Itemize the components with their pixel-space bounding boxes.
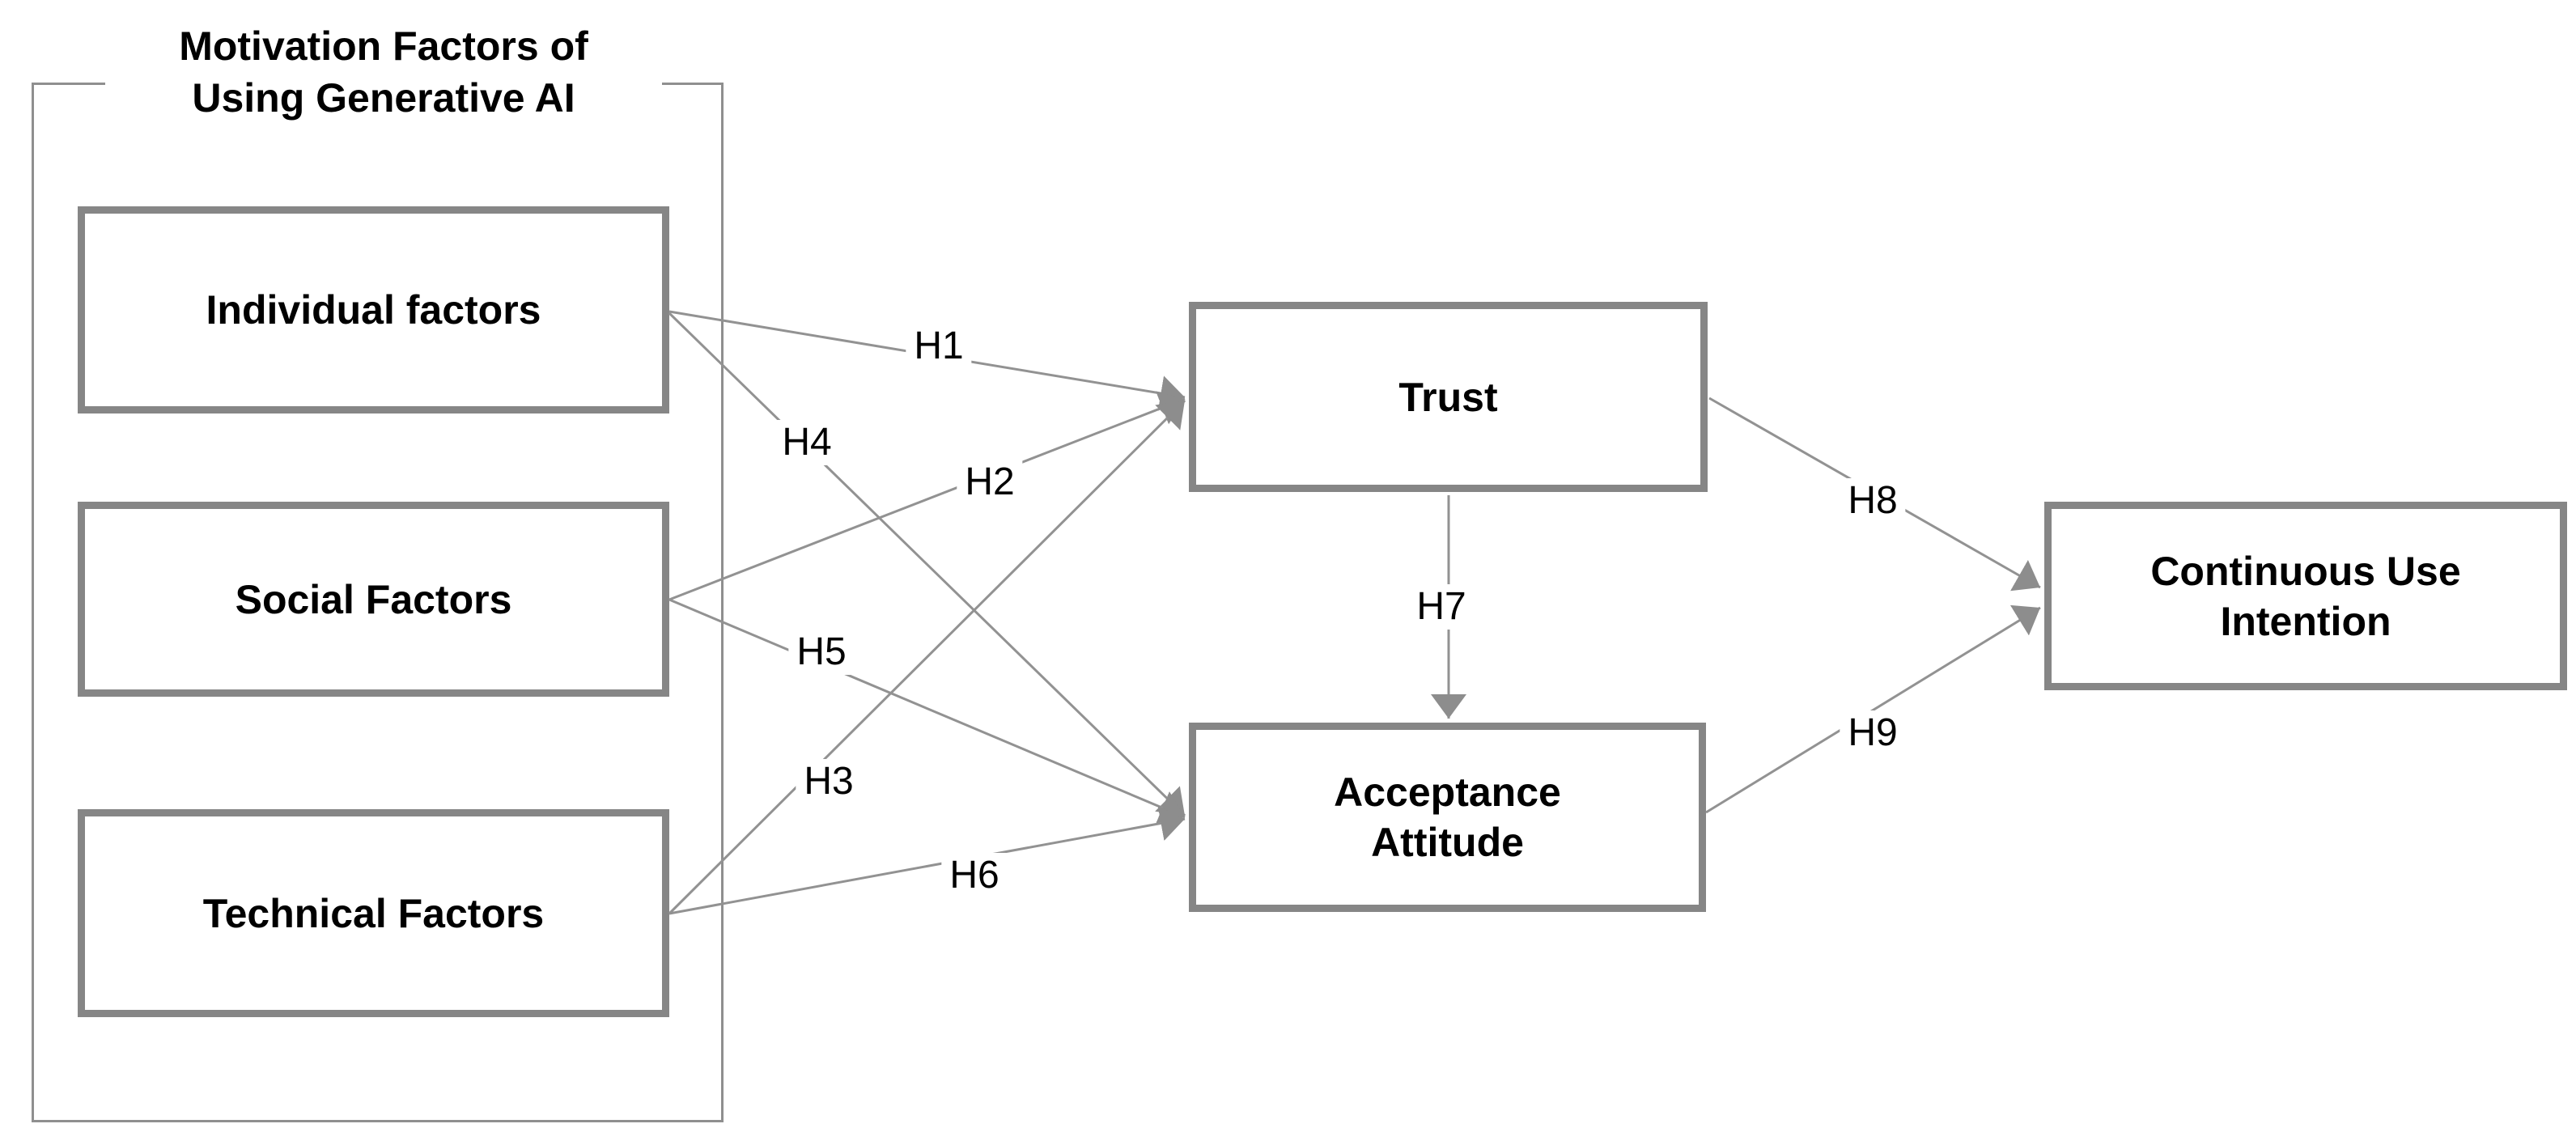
- node-acceptance-label-line2: Attitude: [1371, 820, 1524, 865]
- edge-arrow-H3: [668, 399, 1186, 915]
- node-technical-label-line1: Technical Factors: [202, 890, 545, 936]
- group-box-title-line2: Using Generative AI: [192, 75, 575, 121]
- edge-label-H6: H6: [941, 853, 1008, 898]
- node-continuous-label-line2: Intention: [2220, 598, 2391, 644]
- edge-arrow-H6: [668, 805, 1186, 915]
- edge-arrow-H2: [668, 391, 1186, 601]
- node-trust-label-line1: Trust: [1398, 374, 1498, 420]
- node-individual: Individual factors: [78, 206, 669, 413]
- node-acceptance-label-line1: Acceptance: [1334, 770, 1561, 815]
- edge-arrow-H4: [668, 312, 1186, 817]
- node-trust: Trust: [1189, 302, 1708, 492]
- group-box-title-line1: Motivation Factors of: [179, 23, 588, 69]
- node-technical: Technical Factors: [78, 809, 669, 1017]
- edge-label-H1: H1: [906, 324, 972, 369]
- node-individual-label-line1: Individual factors: [206, 287, 541, 333]
- edge-label-H5: H5: [788, 630, 855, 675]
- edge-label-H2: H2: [957, 460, 1023, 505]
- node-social-label-line1: Social Factors: [235, 576, 512, 622]
- edge-label-H3: H3: [796, 759, 862, 804]
- edge-label-H7: H7: [1408, 584, 1475, 630]
- edge-label-H9: H9: [1840, 710, 1906, 756]
- edge-label-H8: H8: [1840, 478, 1906, 524]
- node-social: Social Factors: [78, 502, 669, 697]
- edge-label-H4: H4: [774, 420, 840, 465]
- edge-arrow-H5: [668, 598, 1186, 825]
- node-continuous-label-line1: Continuous Use: [2150, 548, 2461, 594]
- group-box-title: Motivation Factors of Using Generative A…: [105, 0, 662, 144]
